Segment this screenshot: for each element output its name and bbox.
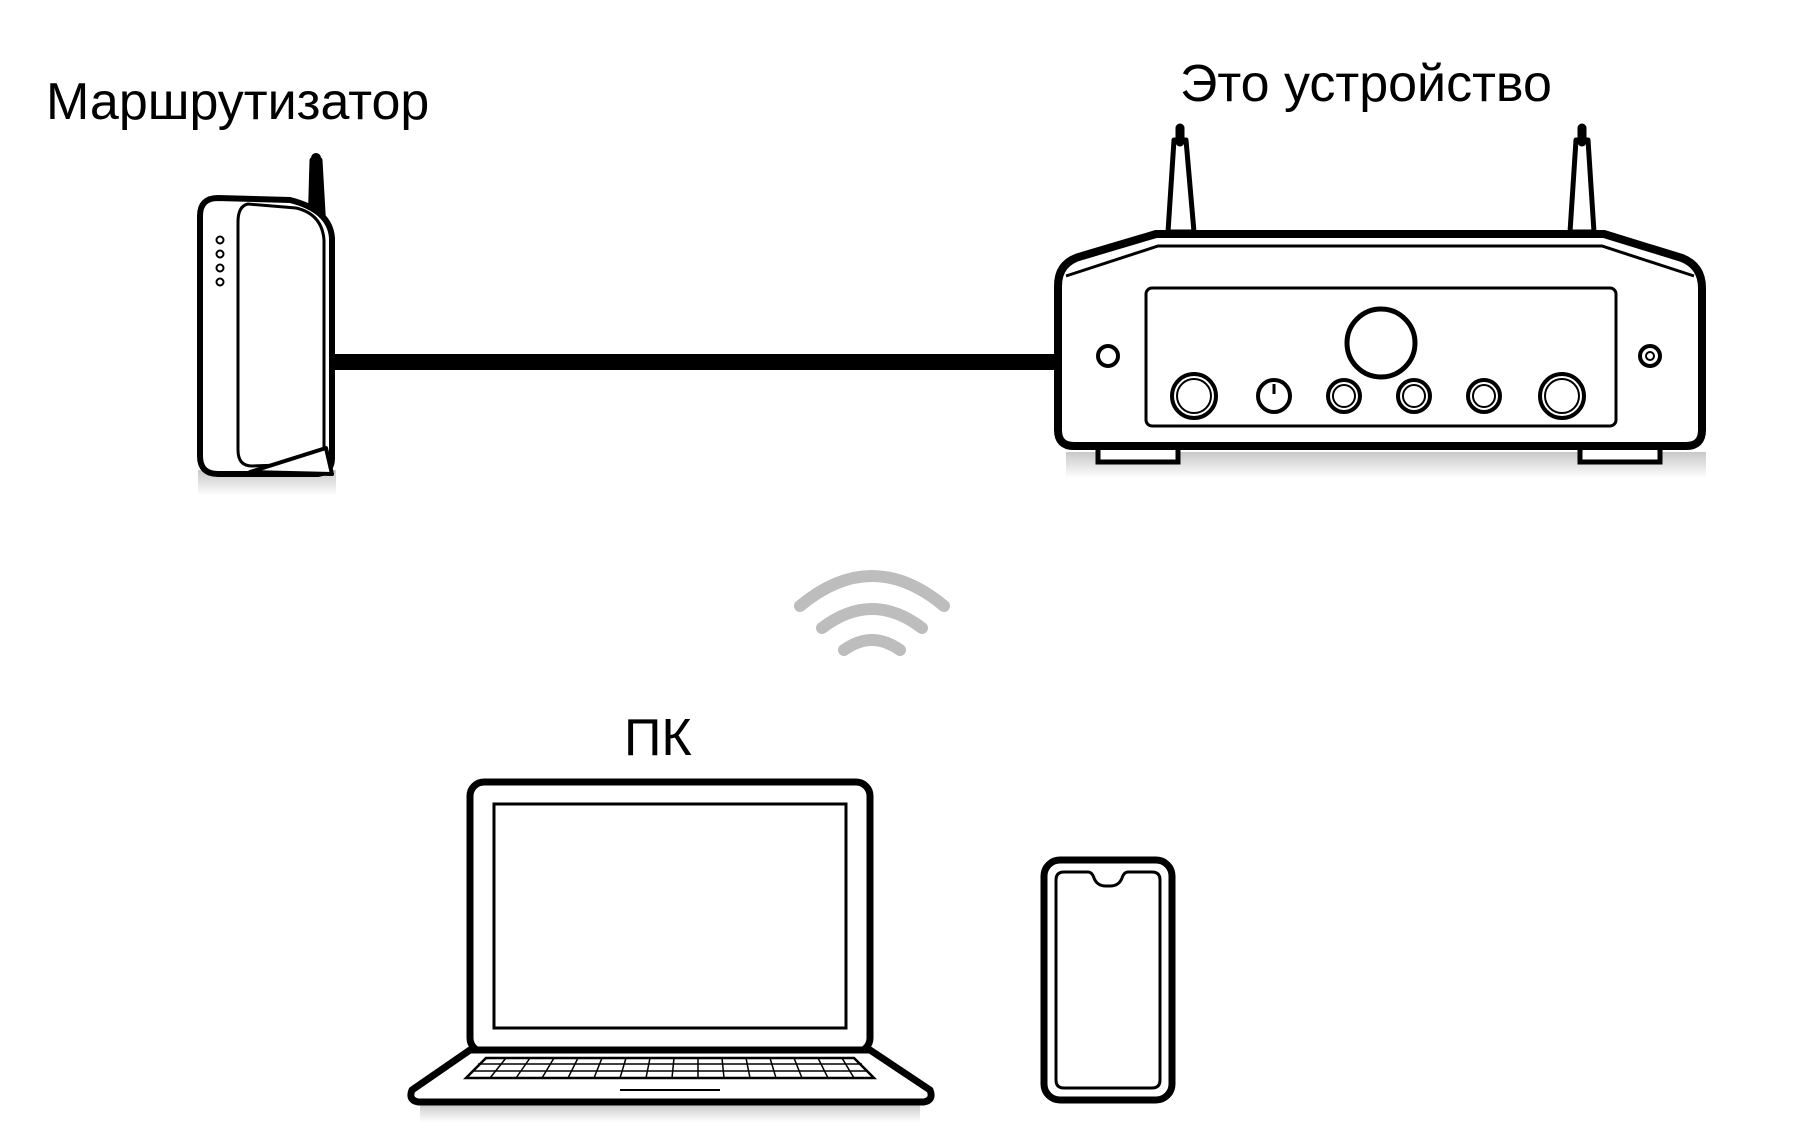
amplifier-icon (1054, 123, 1706, 478)
smartphone-icon (1040, 856, 1176, 1104)
wifi-icon (794, 570, 950, 656)
device-label: Это устройство (1180, 55, 1552, 113)
pc-label: ПК (624, 709, 692, 767)
router-label: Маршрутизатор (46, 73, 430, 131)
router-icon (197, 153, 336, 496)
laptop-icon (407, 778, 935, 1122)
